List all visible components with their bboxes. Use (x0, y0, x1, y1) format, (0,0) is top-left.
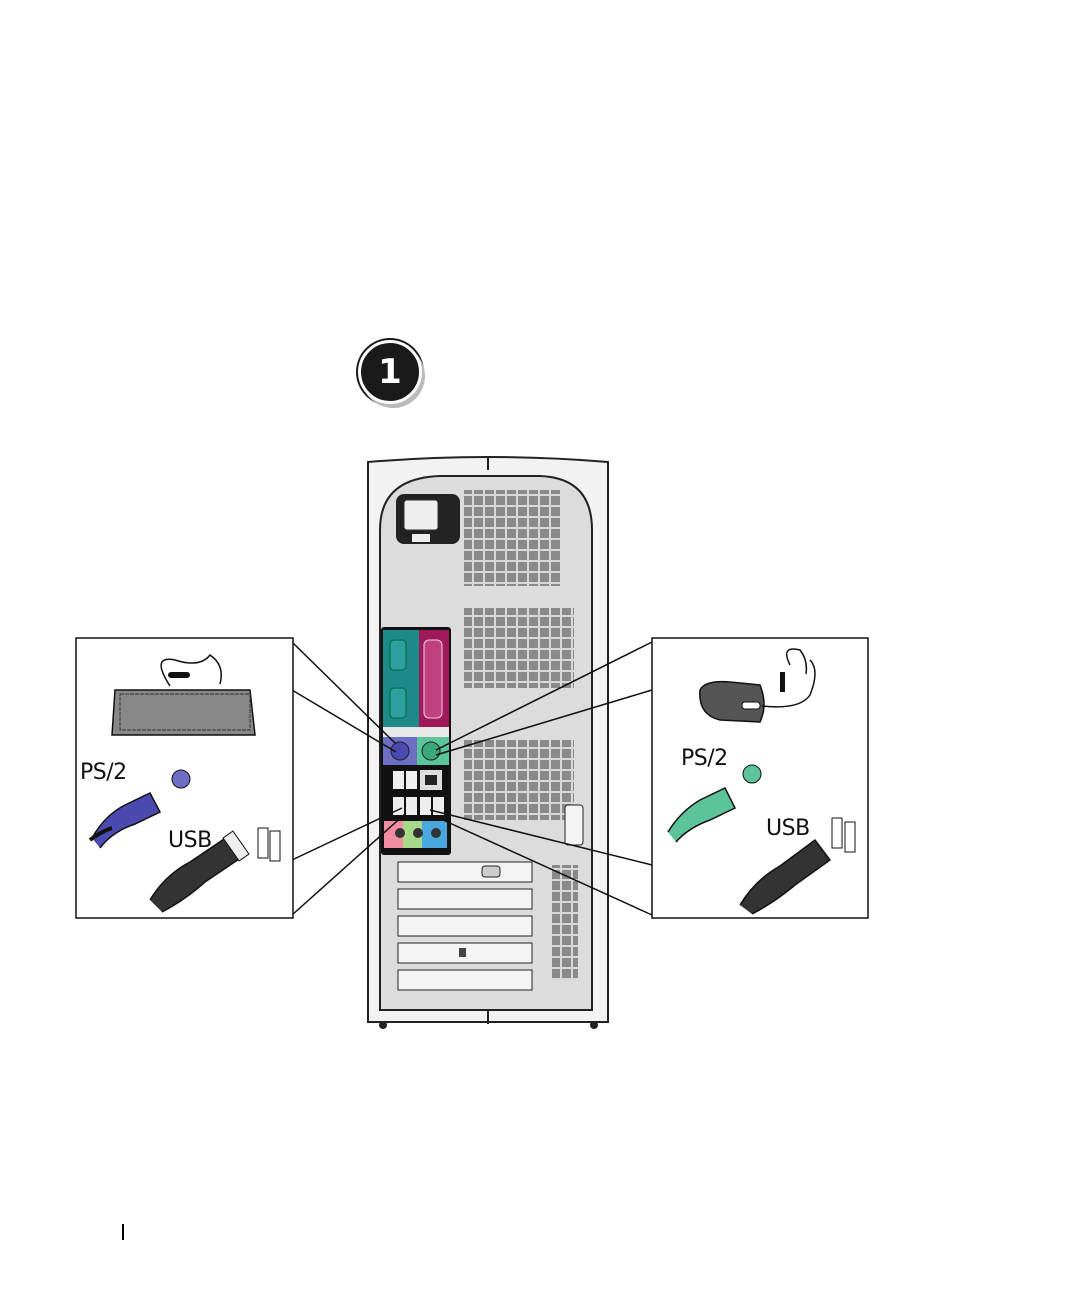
right-usb-label: USB (766, 816, 810, 841)
expansion-slots (397, 861, 533, 991)
keyboard-icon (111, 653, 256, 736)
left-callout-box (75, 637, 294, 919)
right-ps2-label: PS/2 (681, 746, 728, 771)
left-usb-label: USB (168, 828, 212, 853)
padlock-ring (564, 804, 584, 846)
right-callout-box (651, 637, 869, 919)
usb-plug-icon-right (739, 817, 856, 915)
left-ps2-label: PS/2 (80, 760, 127, 785)
vents (464, 490, 578, 980)
power-connector (396, 494, 460, 544)
ps2-keyboard-plug-icon (88, 769, 191, 849)
io-panel (381, 627, 451, 855)
page-footer-rule (122, 1224, 124, 1240)
mouse-icon (699, 648, 816, 723)
step-number-badge: 1 (358, 340, 422, 404)
usb-plug-icon (149, 827, 281, 913)
ps2-mouse-plug-icon (667, 764, 762, 843)
callout-lines (291, 641, 653, 916)
